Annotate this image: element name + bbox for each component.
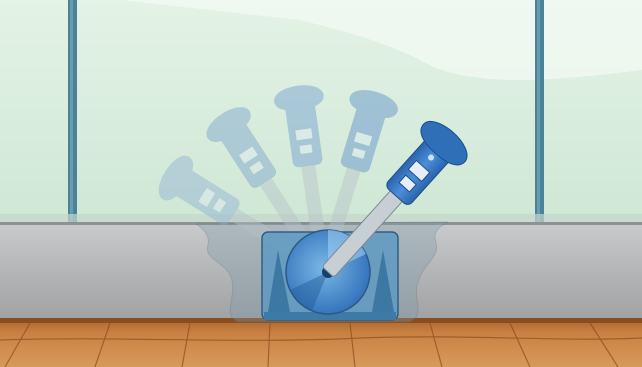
wood-floor	[0, 318, 642, 367]
